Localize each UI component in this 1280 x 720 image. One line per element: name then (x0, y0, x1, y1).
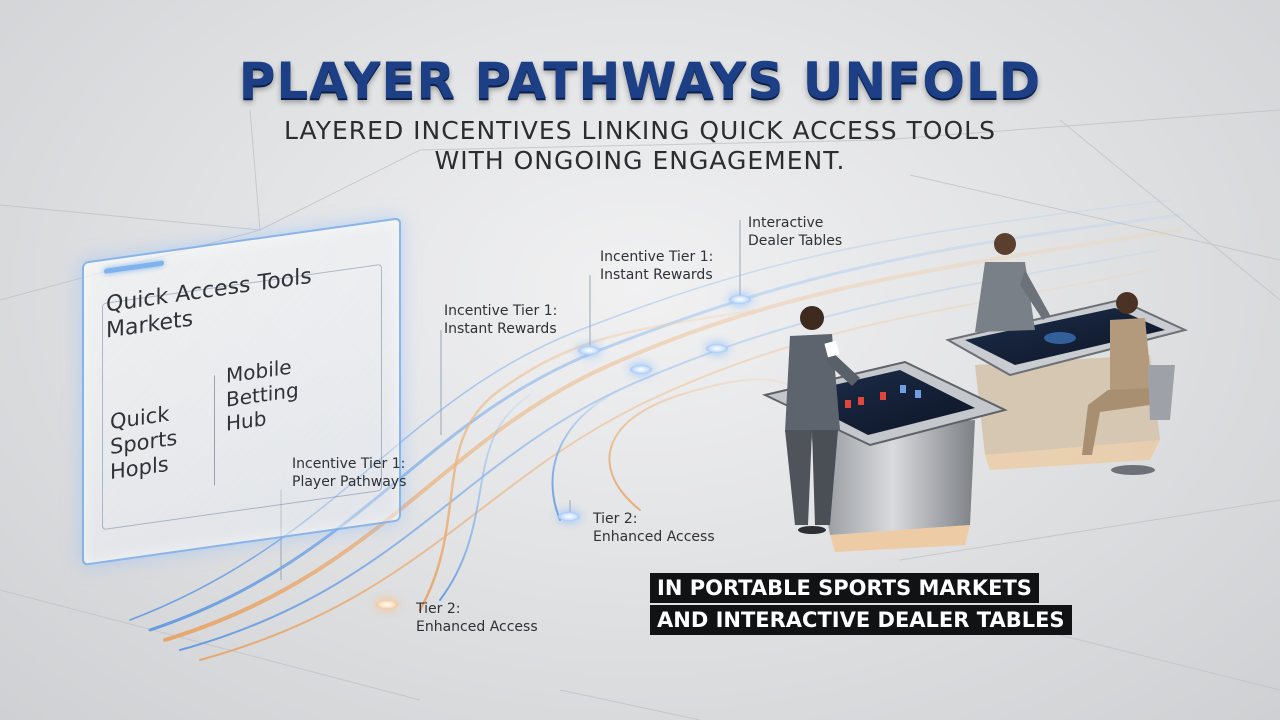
label-interactive-line-1: Interactive (748, 215, 824, 231)
quick-access-panel: Quick Access Tools Markets Quick Sports … (82, 217, 401, 566)
label-tier1-top-line-2: Instant Rewards (600, 267, 713, 283)
bottom-banner: IN PORTABLE SPORTS MARKETS AND INTERACTI… (650, 573, 1072, 637)
panel-divider (214, 375, 215, 486)
flow-node-tier1-top (578, 346, 600, 355)
label-interactive-line-2: Dealer Tables (748, 233, 843, 249)
flow-streams (129, 199, 1182, 661)
dealer-figure-back (975, 233, 1050, 332)
grid-lines (0, 109, 1280, 720)
flow-node-tier2-right (558, 512, 580, 521)
subtitle-line-1: LAYERED INCENTIVES LINKING QUICK ACCESS … (284, 116, 996, 145)
label-interactive-dealer-tables: Interactive Dealer Tables (748, 214, 842, 250)
flow-node-tier2-bottom (376, 600, 398, 609)
label-tier1-mid-line-1: Incentive Tier 1: (444, 303, 558, 319)
label-tier1-low-line-2: Player Pathways (292, 474, 407, 490)
flow-node-small-2 (630, 365, 652, 374)
label-tier1-mid: Incentive Tier 1: Instant Rewards (444, 302, 557, 338)
label-tier2-bottom-line-2: Enhanced Access (416, 619, 538, 635)
label-tier1-low-line-1: Incentive Tier 1: (292, 456, 406, 472)
banner-line-2: AND INTERACTIVE DEALER TABLES (650, 605, 1072, 635)
page-subtitle: LAYERED INCENTIVES LINKING QUICK ACCESS … (0, 116, 1280, 176)
label-tier2-right-line-1: Tier 2: (593, 511, 638, 527)
flow-node-interactive (729, 295, 751, 304)
page-title: PLAYER PATHWAYS UNFOLD (238, 52, 1042, 110)
seated-player (1082, 292, 1175, 475)
flow-node-small-1 (706, 344, 728, 353)
label-tier2-right: Tier 2: Enhanced Access (593, 510, 715, 546)
panel-right-column: Mobile Betting Hub (226, 350, 326, 436)
dealer-figure-front (785, 306, 860, 534)
subtitle-line-2: WITH ONGOING ENGAGEMENT. (434, 146, 846, 175)
panel-left-column: Quick Sports Hopls (110, 396, 210, 485)
label-tier2-bottom: Tier 2: Enhanced Access (416, 600, 538, 636)
label-tier1-top: Incentive Tier 1: Instant Rewards (600, 248, 713, 284)
label-tier1-low: Incentive Tier 1: Player Pathways (292, 455, 406, 491)
label-tier1-mid-line-2: Instant Rewards (444, 321, 557, 337)
panel-accent-bar (104, 260, 164, 274)
banner-line-1: IN PORTABLE SPORTS MARKETS (650, 573, 1039, 603)
label-tier2-bottom-line-1: Tier 2: (416, 601, 461, 617)
label-tier1-top-line-1: Incentive Tier 1: (600, 249, 714, 265)
label-tier2-right-line-2: Enhanced Access (593, 529, 715, 545)
